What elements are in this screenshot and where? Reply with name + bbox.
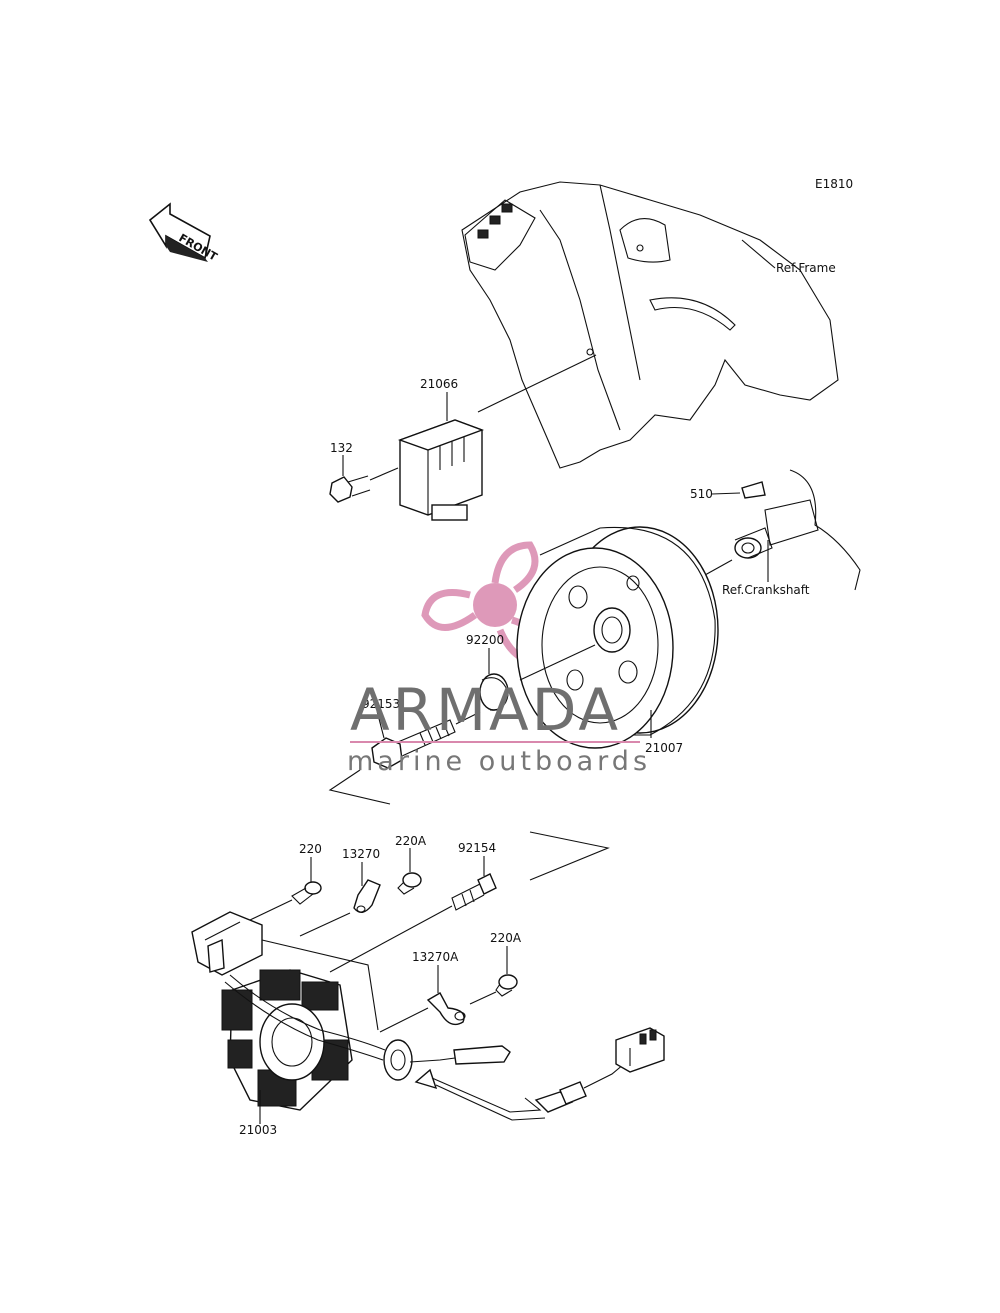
- part-label-13270: 13270: [342, 847, 380, 861]
- ref-crankshaft-label: Ref.Crankshaft: [722, 583, 810, 597]
- part-label-510: 510: [690, 487, 713, 501]
- part-label-132: 132: [330, 441, 353, 455]
- part-label-92154: 92154: [458, 841, 496, 855]
- frame-drawing: [461, 181, 839, 469]
- wiring-harness: [383, 1027, 665, 1121]
- watermark-tagline: marine outboards: [347, 746, 651, 777]
- watermark-brand: ARMADA: [350, 676, 621, 744]
- screw-220a-lower-part: [469, 974, 518, 1005]
- part-label-220: 220: [299, 842, 322, 856]
- part-label-92153: 92153: [362, 697, 400, 711]
- part-label-220a-lower: 220A: [490, 931, 522, 945]
- screw-220-part: [249, 881, 322, 921]
- diagram-code: E1810: [815, 177, 853, 191]
- stator-part: [191, 911, 386, 1111]
- part-label-21003: 21003: [239, 1123, 277, 1137]
- regulator-part: [397, 354, 597, 521]
- washer-92200-part: [479, 673, 509, 711]
- bolt-132-part: [329, 467, 399, 503]
- part-label-21066: 21066: [420, 377, 458, 391]
- front-arrow-icon: FRONT: [148, 202, 220, 264]
- clamp-13270-part: [299, 879, 381, 937]
- ref-frame-label: Ref.Frame: [776, 261, 836, 275]
- crankshaft-drawing: [704, 469, 861, 591]
- part-label-220a: 220A: [395, 834, 427, 848]
- bolt-92153-part: [371, 711, 481, 769]
- screw-220a-part: [397, 872, 422, 895]
- part-label-92200: 92200: [466, 633, 504, 647]
- part-label-13270a: 13270A: [412, 950, 459, 964]
- part-label-21007: 21007: [645, 741, 683, 755]
- clamp-13270a-part: [379, 992, 466, 1033]
- flywheel-part: [516, 526, 719, 749]
